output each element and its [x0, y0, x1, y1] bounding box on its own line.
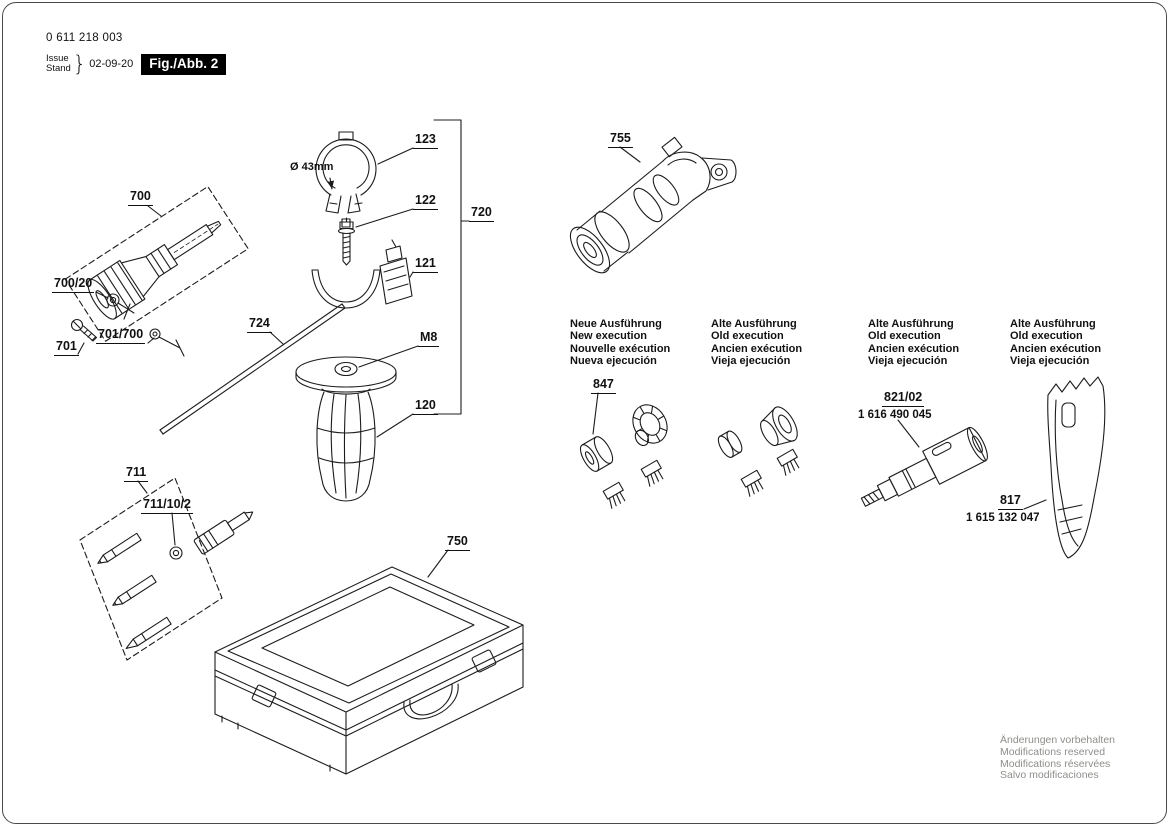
spindle-821-02-drawing [860, 426, 988, 507]
part-label-755: 755 [608, 132, 633, 148]
part-label-711-10-2: 711/10/2 [141, 498, 193, 514]
issue-brace: } [72, 52, 87, 76]
handle-120-drawing [295, 356, 397, 502]
execution-line: Alte Ausführung [1010, 318, 1096, 330]
parts-847-drawing [579, 404, 668, 509]
part-label-724: 724 [247, 317, 272, 333]
figure-label: Fig./Abb. 2 [141, 53, 227, 75]
execution-line: Ancien exécution [1010, 342, 1102, 355]
modifications-notice: Änderungen vorbehalten Modifications res… [1000, 734, 1116, 782]
clamp-bracket-121-drawing [311, 239, 413, 309]
execution-column-old-2: Alte Ausführung Old execution Ancien exé… [868, 318, 959, 368]
part-label-847: 847 [591, 378, 616, 394]
bit-set-711-drawing [79, 477, 223, 661]
execution-line: Old execution [711, 330, 784, 343]
key-701-700-drawing [149, 328, 185, 357]
execution-line: New execution [570, 330, 648, 343]
execution-line: Nueva ejecución [570, 355, 657, 368]
execution-line: Vieja ejecución [868, 355, 948, 368]
part-label-700: 700 [128, 190, 153, 206]
document-part-number: 0 611 218 003 [46, 32, 123, 44]
modifications-line: Änderungen vorbehalten [1000, 734, 1116, 746]
chuck-assembly-700-drawing [64, 186, 249, 342]
execution-column-new: Neue Ausführung New execution Nouvelle e… [570, 318, 670, 368]
execution-line: Old execution [1010, 330, 1083, 343]
execution-line: Neue Ausführung [570, 318, 662, 330]
part-label-123: 123 [413, 133, 438, 149]
execution-column-old-1: Alte Ausführung Old execution Ancien exé… [711, 318, 802, 368]
screw-122-drawing [337, 217, 356, 266]
part-label-720: 720 [469, 206, 494, 222]
handle-817-drawing [1047, 376, 1106, 559]
angle-drive-755-drawing [569, 136, 737, 274]
depth-rod-724-drawing [159, 303, 346, 435]
part-label-711: 711 [124, 466, 149, 482]
clamp-diameter-label: Ø 43mm [290, 161, 334, 173]
part-label-701-700: 701/700 [96, 328, 146, 344]
old-execution-parts-drawing [717, 406, 800, 497]
clamp-band-123-drawing [315, 131, 377, 228]
modifications-line: Salvo modificaciones [1000, 769, 1099, 782]
issue-date: 02-09-20 [89, 58, 134, 70]
screw-701-drawing [70, 318, 98, 342]
execution-line: Ancien exécution [868, 342, 960, 355]
part-label-122: 122 [413, 194, 438, 210]
execution-line: Vieja ejecución [711, 355, 791, 368]
part-label-700-20: 700/20 [52, 277, 95, 293]
bit-holder-711-10-2-drawing [169, 511, 254, 560]
chuck-key-700-20-drawing [106, 293, 135, 320]
execution-line: Alte Ausführung [711, 318, 797, 330]
issue-block: Issue Stand } 02-09-20 Fig./Abb. 2 [46, 52, 227, 76]
part-label-821-02: 821/02 [882, 391, 925, 407]
execution-line: Old execution [868, 330, 941, 343]
carrying-case-750-drawing [214, 566, 524, 775]
modifications-line: Modifications reserved [1000, 745, 1106, 758]
leader-lines [77, 146, 1047, 578]
issue-label: Issue [46, 52, 69, 64]
execution-column-old-3: Alte Ausführung Old execution Ancien exé… [1010, 318, 1101, 368]
part-label-701: 701 [54, 340, 79, 356]
part-code-817: 1 615 132 047 [966, 512, 1040, 524]
execution-line: Vieja ejecución [1010, 355, 1090, 368]
modifications-line: Modifications réservées [1000, 757, 1111, 770]
part-label-120: 120 [413, 399, 438, 415]
part-label-817: 817 [998, 494, 1023, 510]
thread-label-m8: M8 [418, 331, 440, 347]
execution-line: Ancien exécution [711, 342, 803, 355]
execution-line: Nouvelle exécution [570, 342, 671, 355]
group-bracket-720 [433, 119, 462, 415]
stand-label: Stand [46, 63, 71, 74]
part-label-750: 750 [445, 535, 470, 551]
execution-line: Alte Ausführung [868, 318, 954, 330]
part-label-121: 121 [413, 257, 438, 273]
part-code-821-02: 1 616 490 045 [858, 409, 932, 421]
